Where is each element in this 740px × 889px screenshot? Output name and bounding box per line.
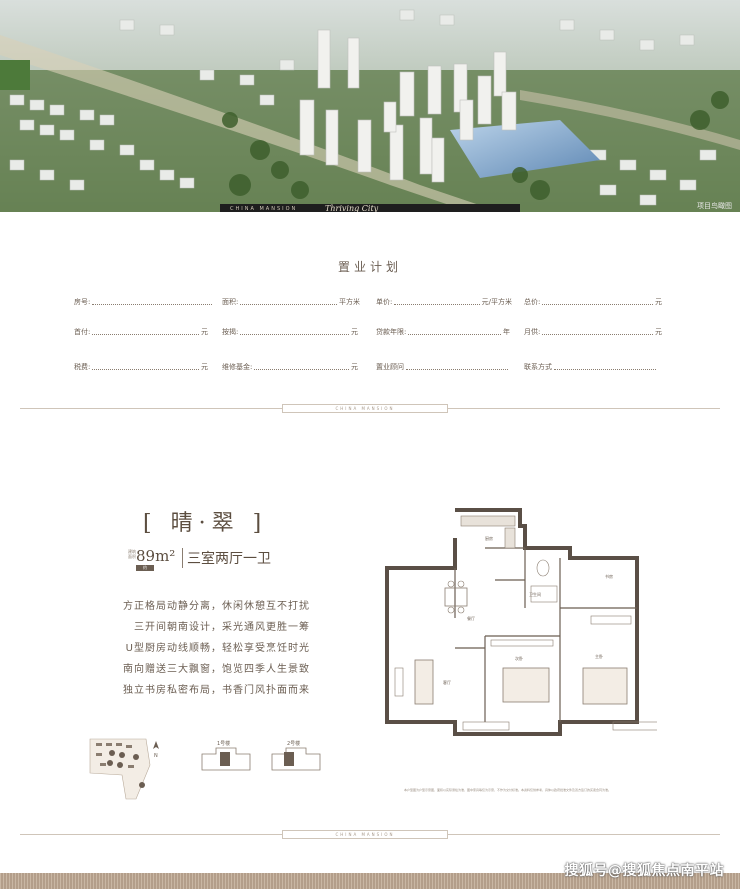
plan-row-3: 税费:元 维修基金:元 置业顾问 联系方式 [74, 360, 664, 374]
building-2-label: 2号楼 [287, 741, 301, 747]
hero-aerial-image: CHINA MANSION Thriving City 项目鸟瞰图 [0, 0, 740, 212]
unit-name: [ 晴·翠 ] [143, 511, 268, 536]
plan-row-2: 首付:元 按揭:元 贷款年限:年 月供:元 [74, 325, 664, 339]
field-maintenance-fund[interactable]: 维修基金:元 [222, 363, 358, 371]
unit-layout-type: 三室两厅一卫 [182, 548, 271, 568]
disclaimer: 本户型图为户型示意图，面积以实际测绘为准，图中家具等仅为示意，不作为交付标准。本… [404, 788, 612, 792]
field-area[interactable]: 面积:平方米 [222, 298, 360, 306]
desc-line-2: 三开间朝南设计，采光通风更胜一筹 [134, 622, 310, 633]
bottom-decorative-band [0, 873, 740, 889]
field-contact[interactable]: 联系方式 [524, 360, 658, 372]
field-unit-price[interactable]: 单价:元/平方米 [376, 298, 512, 306]
field-total-price[interactable]: 总价:元 [524, 298, 662, 306]
desc-line-3: U型厨房动线顺畅，轻松享受烹饪时光 [125, 643, 310, 654]
room-bath: 卫生间 [529, 591, 541, 597]
site-minimap: N [89, 738, 159, 800]
hero-caption: 项目鸟瞰图 [697, 202, 732, 210]
building-1-label: 1号楼 [217, 741, 231, 747]
field-room-no[interactable]: 房号: [74, 295, 214, 307]
hero-script-text: Thriving City [325, 204, 379, 212]
divider-badge-2: CHINA MANSION [282, 830, 448, 839]
plan-row-1: 房号: 面积:平方米 单价:元/平方米 总价:元 [74, 295, 664, 309]
hero-brand-strip: CHINA MANSION Thriving City [220, 204, 520, 212]
building-2-thumbnail [271, 747, 321, 771]
area-label: 建筑面积 [128, 549, 136, 559]
hero-brand-text: CHINA MANSION [230, 206, 298, 212]
unit-area-box: 建筑面积 89m² 约 [128, 547, 176, 571]
field-loan-years[interactable]: 贷款年限:年 [376, 328, 510, 336]
building-1-thumbnail [201, 747, 251, 771]
room-living: 客厅 [443, 679, 451, 685]
field-mortgage[interactable]: 按揭:元 [222, 328, 358, 336]
desc-line-1: 方正格局动静分离，休闲休憩互不打扰 [123, 601, 310, 612]
field-taxes[interactable]: 税费:元 [74, 363, 208, 371]
field-consultant[interactable]: 置业顾问 [376, 360, 510, 372]
aerial-city-illustration [0, 0, 740, 212]
watermark: 搜狐号@搜狐焦点南平站 [564, 863, 724, 879]
field-monthly-payment[interactable]: 月供:元 [524, 328, 662, 336]
room-bedroom2: 次卧 [515, 655, 523, 661]
area-tag: 约 [136, 565, 154, 571]
plan-title: 置业计划 [337, 260, 402, 274]
room-master: 主卧 [595, 653, 603, 659]
room-kitchen: 厨房 [485, 535, 493, 541]
desc-line-5: 独立书房私密布局，书香门风扑面而来 [123, 685, 310, 696]
divider-badge-1: CHINA MANSION [282, 404, 448, 413]
north-label: N [154, 753, 158, 759]
room-dining: 餐厅 [467, 615, 475, 621]
desc-line-4: 南向赠送三大飘窗，饱览四季人生景致 [123, 664, 310, 675]
room-study: 书房 [605, 573, 613, 579]
floor-plan: 厨房 餐厅 卫生间 书房 客厅 次卧 主卧 [385, 508, 657, 736]
unit-area: 89m² [136, 547, 176, 565]
field-down-payment[interactable]: 首付:元 [74, 328, 208, 336]
unit-description: 方正格局动静分离，休闲休憩互不打扰 三开间朝南设计，采光通风更胜一筹 U型厨房动… [100, 596, 310, 701]
